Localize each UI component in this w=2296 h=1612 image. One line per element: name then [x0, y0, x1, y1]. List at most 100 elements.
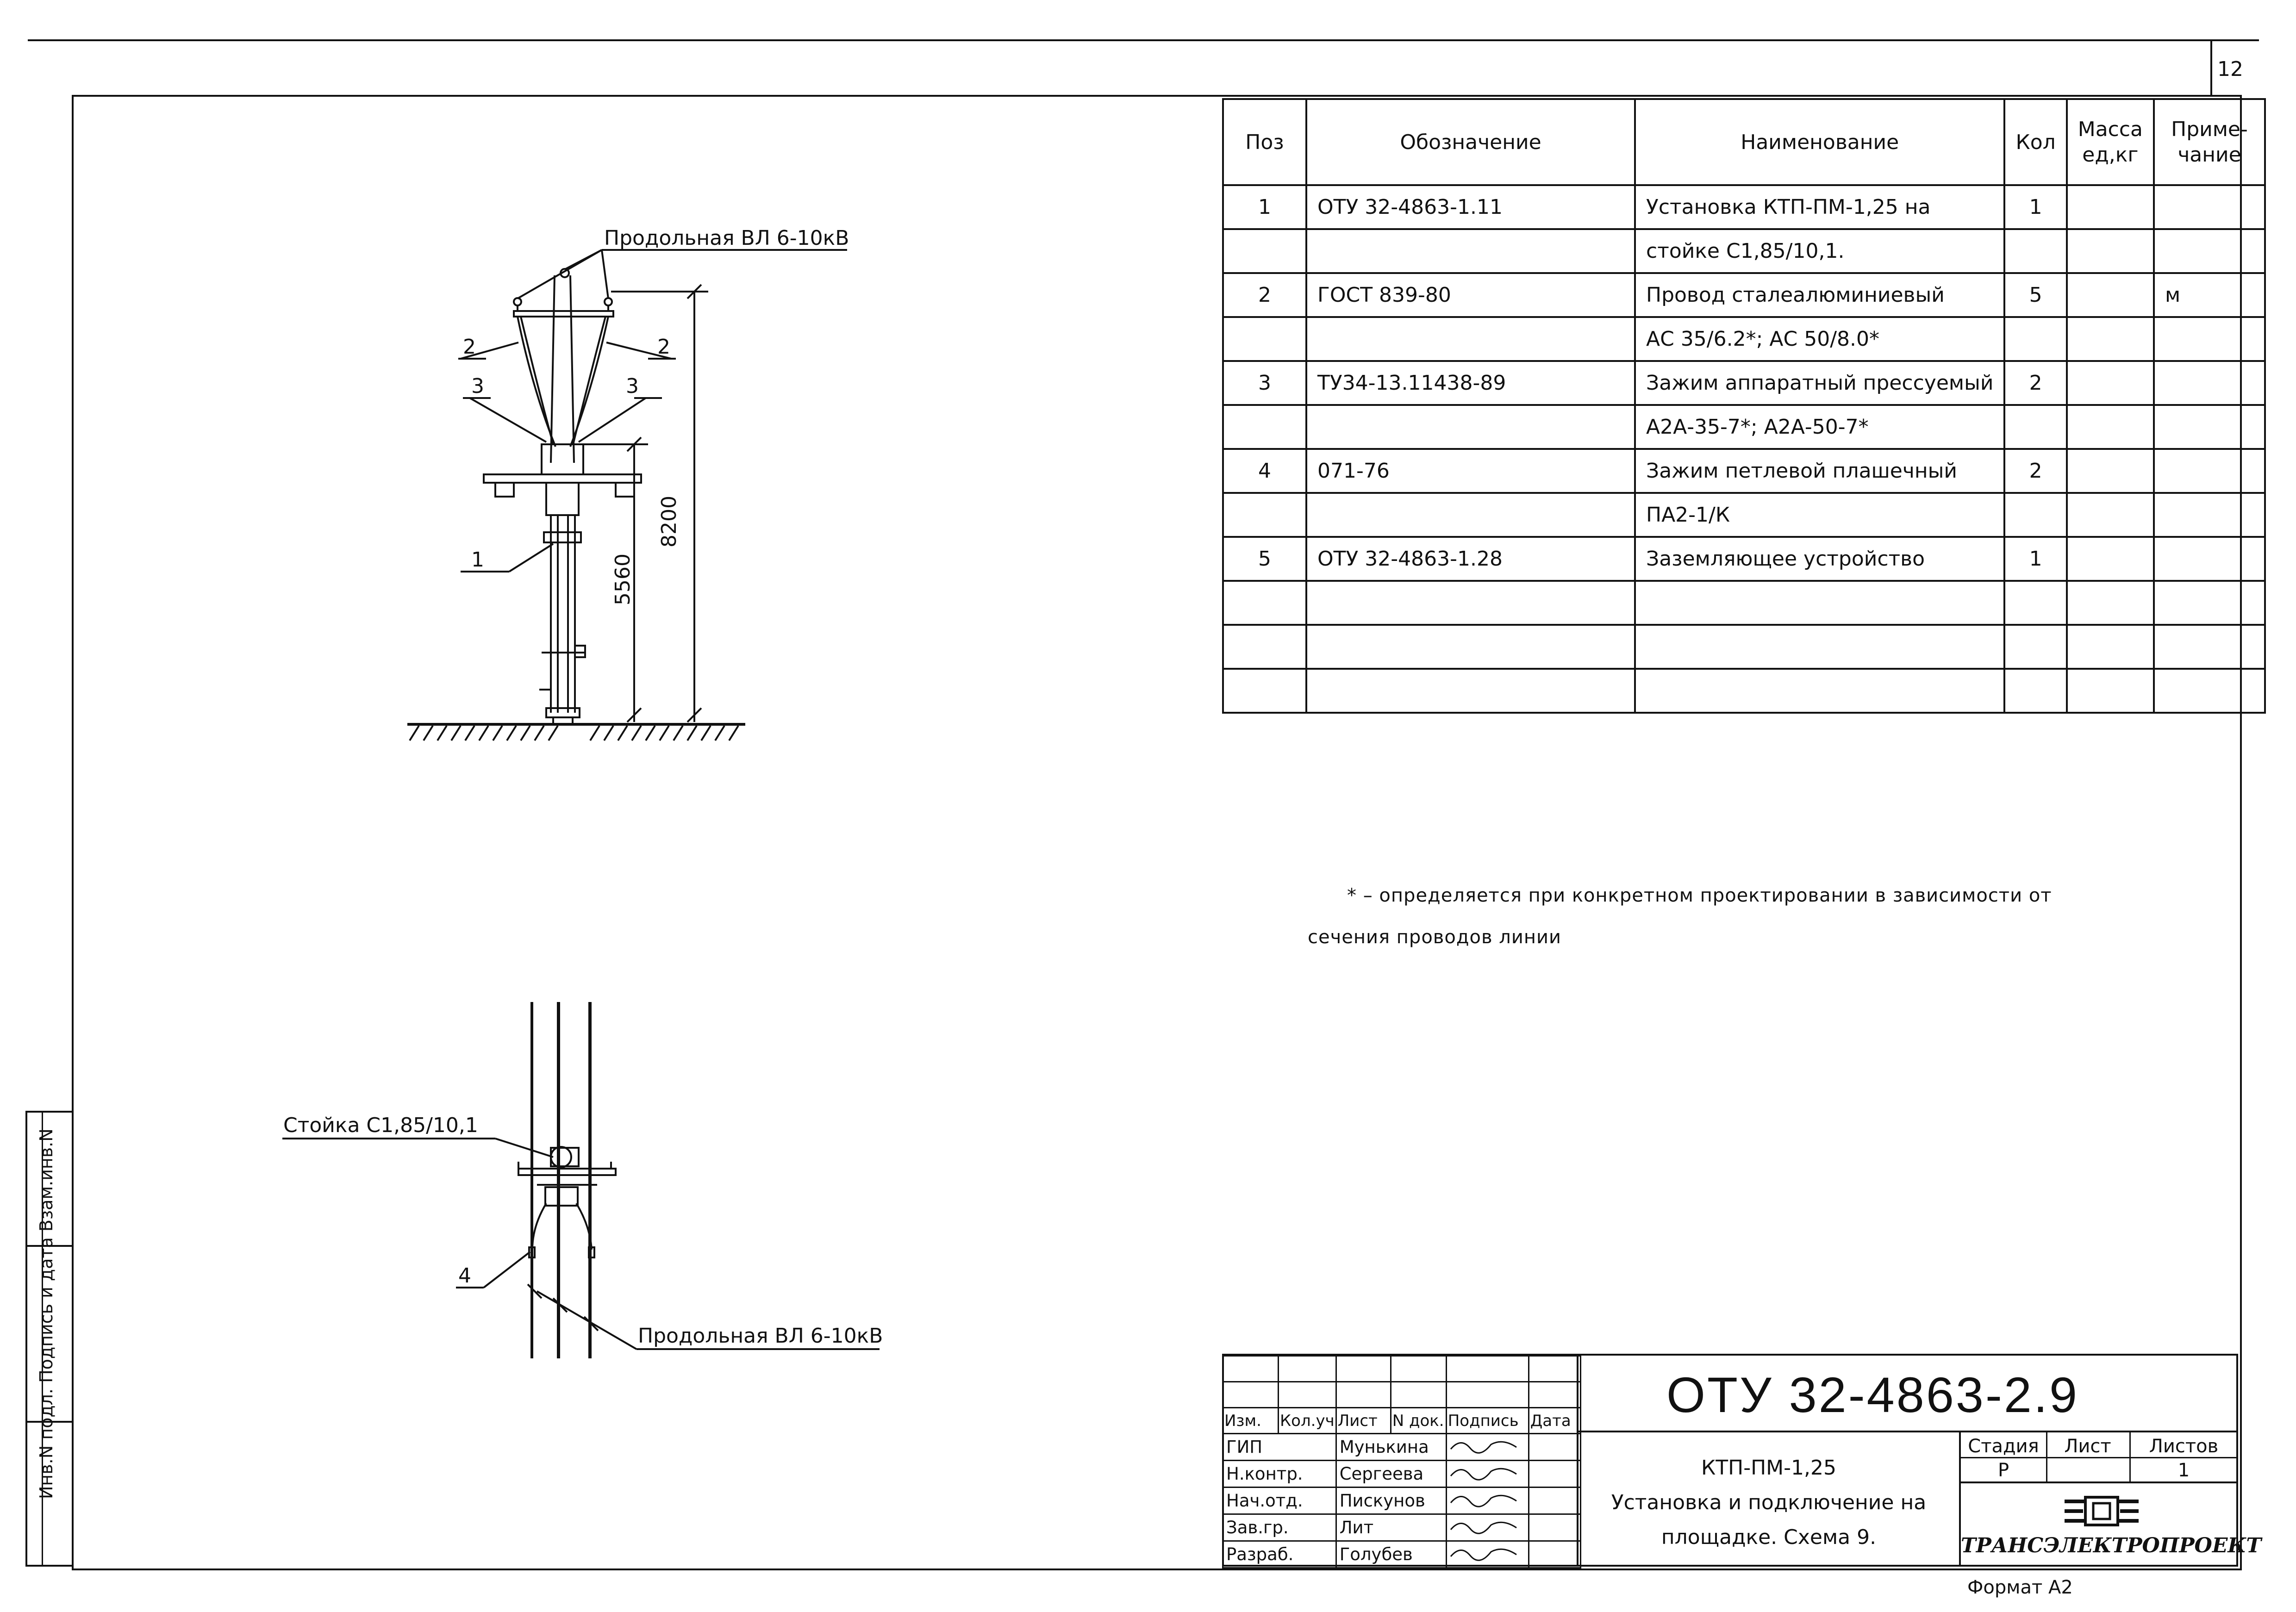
spec-cell-pos: 3 [1222, 360, 1307, 406]
left-strip-divider-2 [25, 1421, 72, 1423]
revision-header-cell: Кол.уч [1278, 1407, 1337, 1434]
spec-cell-qty: 2 [2003, 360, 2068, 406]
spec-cell-note [2153, 624, 2266, 670]
callout-2-right: 2 [657, 335, 670, 359]
format-label: Формат А2 [1967, 1577, 2073, 1598]
spec-cell-mass [2065, 448, 2155, 494]
spec-cell-designation [1305, 404, 1636, 450]
spec-cell-qty [2003, 228, 2068, 274]
header-pos: Поз [1222, 98, 1307, 186]
signature-date [1528, 1460, 1581, 1488]
revision-header-cell: Лист [1335, 1407, 1391, 1434]
signature-mark [1445, 1513, 1529, 1542]
signature-role: Разраб. [1222, 1540, 1337, 1568]
table-row: ПА2-1/К [1222, 492, 2266, 538]
signature-name: Лит [1335, 1513, 1447, 1542]
revision-header-cell: Подпись [1445, 1407, 1529, 1434]
signature-role: Зав.гр. [1222, 1513, 1337, 1542]
company-logo-icon [2065, 1496, 2139, 1526]
revision-cell [1528, 1381, 1581, 1408]
revision-cell [1528, 1355, 1581, 1382]
signature-row: Зав.гр.Лит [1222, 1513, 1581, 1542]
revision-header-cell: Дата [1528, 1407, 1581, 1434]
left-binding-strip [25, 1111, 72, 1567]
signature-role: Н.контр. [1222, 1460, 1337, 1488]
spec-cell-name: Зажим аппаратный прессуемый [1634, 360, 2006, 406]
header-qty: Кол [2003, 98, 2068, 186]
spec-cell-mass [2065, 228, 2155, 274]
spec-cell-note [2153, 316, 2266, 362]
table-row: АС 35/6.2*; АС 50/8.0* [1222, 316, 2266, 362]
spec-cell-qty [2003, 492, 2068, 538]
spec-cell-designation [1305, 624, 1636, 670]
signature-mark [1445, 1460, 1529, 1488]
spec-cell-qty [2003, 316, 2068, 362]
spec-cell-name: АС 35/6.2*; АС 50/8.0* [1634, 316, 2006, 362]
sheet-number: 12 [2217, 57, 2243, 81]
revision-header-cell: N док. [1390, 1407, 1447, 1434]
spec-cell-mass [2065, 184, 2155, 230]
revision-blank-row [1222, 1355, 1581, 1382]
signature-row: Нач.отд.Пискунов [1222, 1487, 1581, 1515]
left-strip-divider-1 [25, 1245, 72, 1247]
footnote-line-2: сечения проводов линии [1308, 927, 1561, 948]
signature-row: Н.контр.Сергеева [1222, 1460, 1581, 1488]
title-line-3: площадке. Схема 9. [1661, 1525, 1877, 1549]
document-code: ОТУ 32-4863-2.9 [1666, 1367, 2079, 1423]
spec-cell-name: стойке С1,85/10,1. [1634, 228, 2006, 274]
spec-cell-note: м [2153, 272, 2266, 318]
spec-cell-pos [1222, 580, 1307, 626]
spec-cell-note [2153, 184, 2266, 230]
stage-grid-v1 [2046, 1432, 2047, 1483]
specification-table: Поз Обозначение Наименование Кол Масса е… [1222, 98, 2266, 714]
spec-cell-name [1634, 580, 2006, 626]
callout-3-right: 3 [626, 374, 639, 398]
spec-cell-mass [2065, 404, 2155, 450]
spec-cell-designation: ОТУ 32-4863-1.11 [1305, 184, 1636, 230]
revision-cell [1335, 1355, 1391, 1382]
spec-cell-note [2153, 448, 2266, 494]
title-code-box [1577, 1354, 2238, 1432]
spec-cell-name: Зажим петлевой плашечный [1634, 448, 2006, 494]
spec-cell-pos: 2 [1222, 272, 1307, 318]
spec-cell-qty [2003, 624, 2068, 670]
spec-cell-designation: ОТУ 32-4863-1.28 [1305, 536, 1636, 582]
spec-cell-note [2153, 404, 2266, 450]
spec-cell-pos [1222, 624, 1307, 670]
signature-date [1528, 1433, 1581, 1461]
signature-name: Мунькина [1335, 1433, 1447, 1461]
spec-cell-designation [1305, 580, 1636, 626]
spec-cell-designation: ТУ34-13.11438-89 [1305, 360, 1636, 406]
spec-cell-designation: 071-76 [1305, 448, 1636, 494]
revision-cell [1335, 1381, 1391, 1408]
spec-cell-pos [1222, 316, 1307, 362]
spec-cell-note [2153, 360, 2266, 406]
spec-cell-mass [2065, 316, 2155, 362]
callout-1: 1 [471, 548, 484, 572]
spec-cell-name [1634, 624, 2006, 670]
spec-cell-qty [2003, 668, 2068, 714]
spec-cell-qty [2003, 580, 2068, 626]
spec-cell-designation [1305, 316, 1636, 362]
footnote-line-1: * – определяется при конкретном проектир… [1347, 885, 2052, 906]
table-row [1222, 624, 2266, 670]
spec-cell-name: Установка КТП-ПМ-1,25 на [1634, 184, 2006, 230]
spec-cell-pos [1222, 492, 1307, 538]
spec-cell-mass [2065, 536, 2155, 582]
spec-cell-pos [1222, 668, 1307, 714]
revision-cell [1445, 1355, 1529, 1382]
spec-cell-designation: ГОСТ 839-80 [1305, 272, 1636, 318]
spec-cell-name: ПА2-1/К [1634, 492, 2006, 538]
revision-cell [1278, 1355, 1337, 1382]
stage-value: Р [1997, 1460, 2009, 1481]
stage-label: Стадия [1968, 1436, 2039, 1457]
spec-cell-pos: 1 [1222, 184, 1307, 230]
revision-cell [1222, 1355, 1279, 1382]
spec-cell-mass [2065, 624, 2155, 670]
